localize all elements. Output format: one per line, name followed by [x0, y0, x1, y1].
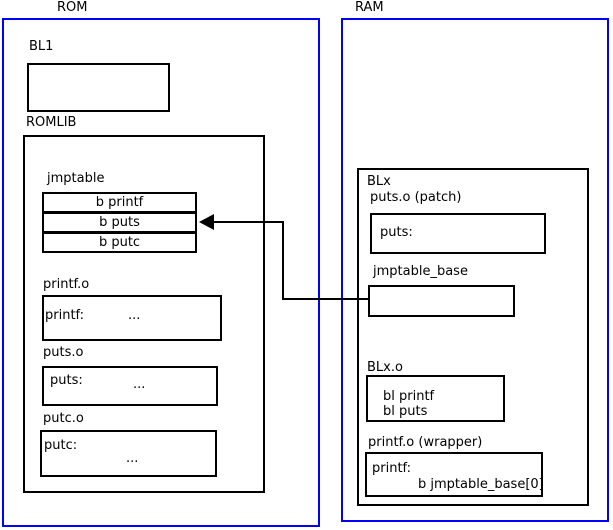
blx-box — [357, 168, 589, 506]
putc-body-ellipsis: ... — [126, 451, 139, 466]
printf-o-label: printf.o — [43, 277, 90, 292]
printf-body-ellipsis: ... — [128, 308, 141, 323]
arrow-segment-to-jmptable — [210, 221, 284, 223]
putc-o-label: putc.o — [43, 411, 84, 426]
jmptable-row-b-putc: b putc — [42, 232, 197, 253]
puts-body-ellipsis: ... — [133, 377, 146, 392]
printf-wrapper-symbol: printf: — [372, 461, 412, 476]
jmptable-base-box — [368, 285, 515, 317]
puts-patch-label: puts.o (patch) — [370, 190, 462, 205]
arrow-head-icon — [199, 214, 214, 230]
puts-patch-box: puts: — [370, 213, 546, 254]
putc-o-box: putc: ... — [40, 430, 217, 477]
blx-o-label: BLx.o — [367, 360, 403, 375]
rom-region-label: ROM — [57, 0, 88, 15]
blx-o-box: bl printf bl puts — [366, 375, 505, 422]
puts-o-label: puts.o — [43, 345, 84, 360]
blx-label: BLx — [367, 174, 391, 189]
rom-region-frame — [2, 18, 320, 527]
ram-region-frame — [341, 18, 609, 522]
jmptable-row-b-puts: b puts — [42, 212, 197, 233]
putc-symbol: putc: — [44, 438, 78, 453]
bl1-label: BL1 — [29, 39, 54, 54]
arrow-segment-vertical — [282, 221, 284, 300]
printf-wrapper-branch: b jmptable_base[0] — [418, 477, 544, 492]
jmptable-base-label: jmptable_base — [373, 264, 468, 279]
blx-o-line-bl-puts: bl puts — [383, 404, 428, 419]
ram-region-label: RAM — [355, 0, 384, 15]
printf-wrapper-label: printf.o (wrapper) — [368, 435, 483, 450]
puts-symbol: puts: — [50, 373, 83, 388]
puts-patch-symbol: puts: — [380, 225, 413, 240]
printf-symbol: printf: — [45, 308, 85, 323]
blx-o-line-bl-printf: bl printf — [383, 389, 435, 404]
printf-o-box: printf: ... — [42, 295, 222, 341]
puts-o-box: puts: ... — [42, 366, 218, 406]
romlib-box — [23, 135, 265, 493]
printf-wrapper-box: printf: b jmptable_base[0] — [365, 452, 544, 497]
bl1-box — [27, 63, 170, 112]
jmptable-label: jmptable — [47, 171, 105, 186]
romlib-label: ROMLIB — [26, 115, 77, 130]
arrow-segment-from-jmptable-base — [282, 298, 368, 300]
jmptable-row-b-printf: b printf — [42, 192, 197, 213]
